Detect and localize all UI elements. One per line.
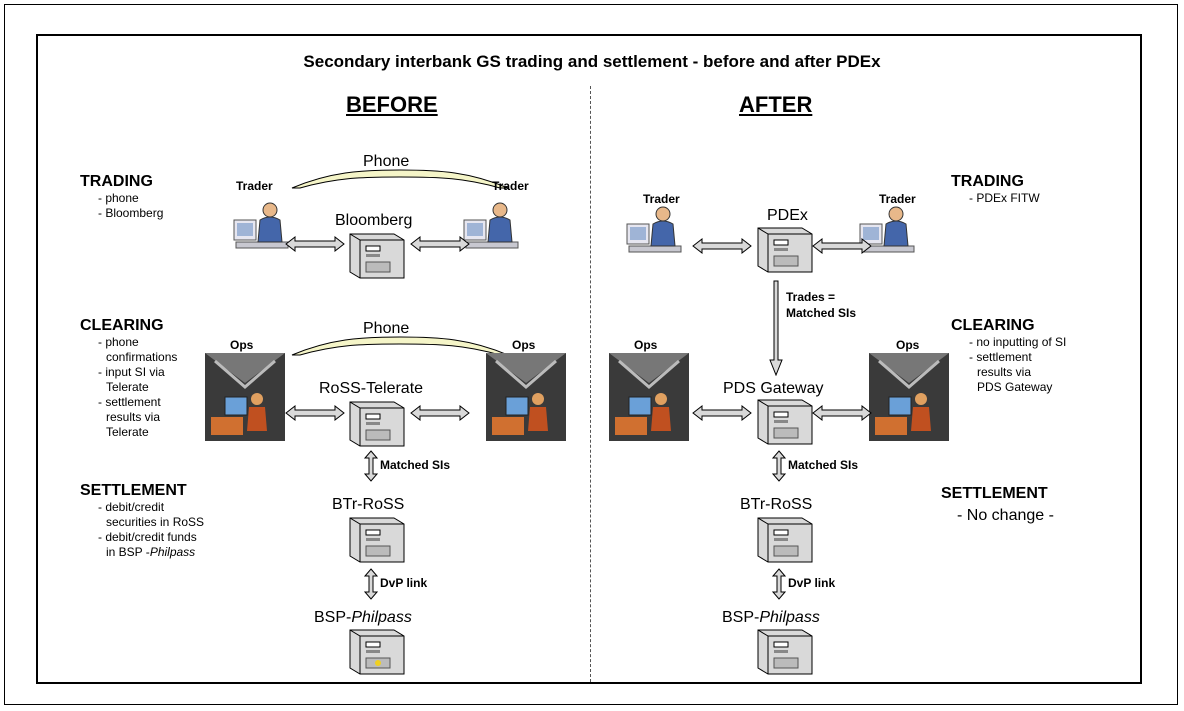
trader-icon [626, 206, 682, 253]
before-trading-item: - phone [98, 191, 139, 205]
after-settlement-label: SETTLEMENT [941, 485, 1048, 502]
after-bsp-label: BSP-Philpass [722, 609, 820, 627]
double-arrow [812, 405, 872, 421]
after-bsp-italic: Philpass [759, 609, 820, 626]
double-arrow [410, 236, 470, 252]
before-dvp-link-label: DvP link [380, 576, 428, 590]
before-trading-block: TRADING - phone - Bloomberg [80, 173, 163, 221]
ops-icon [205, 353, 285, 441]
ops-icon [869, 353, 949, 441]
after-clearing-item: PDS Gateway [977, 380, 1053, 394]
before-settlement-item: - debit/credit [98, 500, 165, 514]
after-heading: AFTER [739, 92, 813, 117]
outer-frame [4, 4, 1178, 705]
before-bsp-label: BSP-Philpass [314, 609, 412, 627]
slide-frame [36, 34, 1142, 684]
trades-matched-label-1: Trades = [786, 290, 836, 304]
after-clearing-label: CLEARING [951, 317, 1035, 334]
after-trader-left-label: Trader [643, 192, 680, 206]
before-phone-label-1: Phone [363, 153, 410, 170]
before-settlement-block: SETTLEMENT - debit/credit securities in … [80, 482, 204, 560]
btr-ross-server-icon [349, 517, 405, 563]
before-clearing-item: - settlement [98, 395, 161, 409]
trader-icon [463, 202, 519, 249]
vertical-double-arrow [772, 450, 786, 482]
before-clearing-item: confirmations [106, 350, 178, 364]
before-clearing-item: Telerate [106, 425, 149, 439]
after-trader-right-label: Trader [879, 192, 916, 206]
double-arrow [692, 405, 752, 421]
ross-telerate-server-icon [349, 401, 405, 447]
double-arrow [812, 238, 872, 254]
after-ops-left-label: Ops [634, 338, 658, 352]
before-settlement-item: securities in RoSS [106, 515, 205, 529]
double-arrow [285, 405, 345, 421]
after-bsp-prefix: BSP- [722, 609, 760, 626]
before-trader-left-label: Trader [236, 179, 273, 193]
after-settlement-block: SETTLEMENT - No change - [941, 485, 1054, 525]
before-trading-item: - Bloomberg [98, 206, 164, 220]
trades-matched-label-2: Matched SIs [786, 306, 857, 320]
pds-gateway-server-icon [757, 399, 813, 445]
before-clearing-item: Telerate [106, 380, 149, 394]
before-clearing-label: CLEARING [80, 317, 164, 334]
double-arrow [692, 238, 752, 254]
after-clearing-item: - no inputting of SI [969, 335, 1067, 349]
before-ops-left-label: Ops [230, 338, 254, 352]
after-btr-ross-label: BTr-RoSS [740, 496, 813, 513]
bloomberg-server-icon [349, 233, 405, 279]
before-settlement-label: SETTLEMENT [80, 482, 187, 499]
before-settlement-item: in BSP - [106, 545, 150, 559]
before-trader-right-label: Trader [492, 179, 529, 193]
after-trading-label: TRADING [951, 173, 1024, 190]
after-settlement-note: - No change - [957, 507, 1054, 524]
ops-icon [486, 353, 566, 441]
ross-telerate-label: RoSS-Telerate [319, 380, 424, 397]
slide-title: Secondary interbank GS trading and settl… [303, 52, 881, 71]
double-arrow [285, 236, 345, 252]
after-trading-item: - PDEx FITW [969, 191, 1040, 205]
btr-ross-server-icon [757, 517, 813, 563]
bsp-philpass-server-icon [349, 629, 405, 675]
before-clearing-item: - phone [98, 335, 139, 349]
before-clearing-block: CLEARING - phone confirmations - input S… [80, 317, 177, 440]
before-after-divider [590, 86, 591, 682]
before-heading: BEFORE [346, 92, 438, 117]
after-matched-sis-label: Matched SIs [788, 458, 859, 472]
before-bsp-italic: Philpass [351, 609, 412, 626]
after-trading-block: TRADING - PDEx FITW [951, 173, 1040, 206]
pdex-label: PDEx [767, 207, 808, 224]
after-ops-right-label: Ops [896, 338, 920, 352]
bsp-philpass-server-icon [757, 629, 813, 675]
after-clearing-item: - settlement [969, 350, 1032, 364]
before-btr-ross-label: BTr-RoSS [332, 496, 405, 513]
vertical-double-arrow [364, 450, 378, 482]
bloomberg-label: Bloomberg [335, 212, 413, 229]
vertical-double-arrow [772, 568, 786, 600]
before-matched-sis-label: Matched SIs [380, 458, 451, 472]
trader-icon [233, 202, 289, 249]
before-clearing-item: - input SI via [98, 365, 165, 379]
before-trading-label: TRADING [80, 173, 153, 190]
phone-link-band [291, 169, 509, 189]
before-ops-right-label: Ops [512, 338, 536, 352]
double-arrow [410, 405, 470, 421]
before-phone-label-2: Phone [363, 320, 410, 337]
ops-icon [609, 353, 689, 441]
down-arrow [769, 280, 783, 376]
pds-gateway-label: PDS Gateway [723, 380, 824, 397]
vertical-double-arrow [364, 568, 378, 600]
after-dvp-link-label: DvP link [788, 576, 836, 590]
trader-icon [859, 206, 915, 253]
pdex-server-icon [757, 227, 813, 273]
before-settlement-item-italic: Philpass [149, 545, 196, 559]
phone-link-band [291, 336, 509, 356]
after-clearing-item: results via [977, 365, 1032, 379]
before-settlement-item: - debit/credit funds [98, 530, 197, 544]
before-bsp-prefix: BSP- [314, 609, 352, 626]
before-clearing-item: results via [106, 410, 161, 424]
after-clearing-block: CLEARING - no inputting of SI - settleme… [951, 317, 1066, 395]
